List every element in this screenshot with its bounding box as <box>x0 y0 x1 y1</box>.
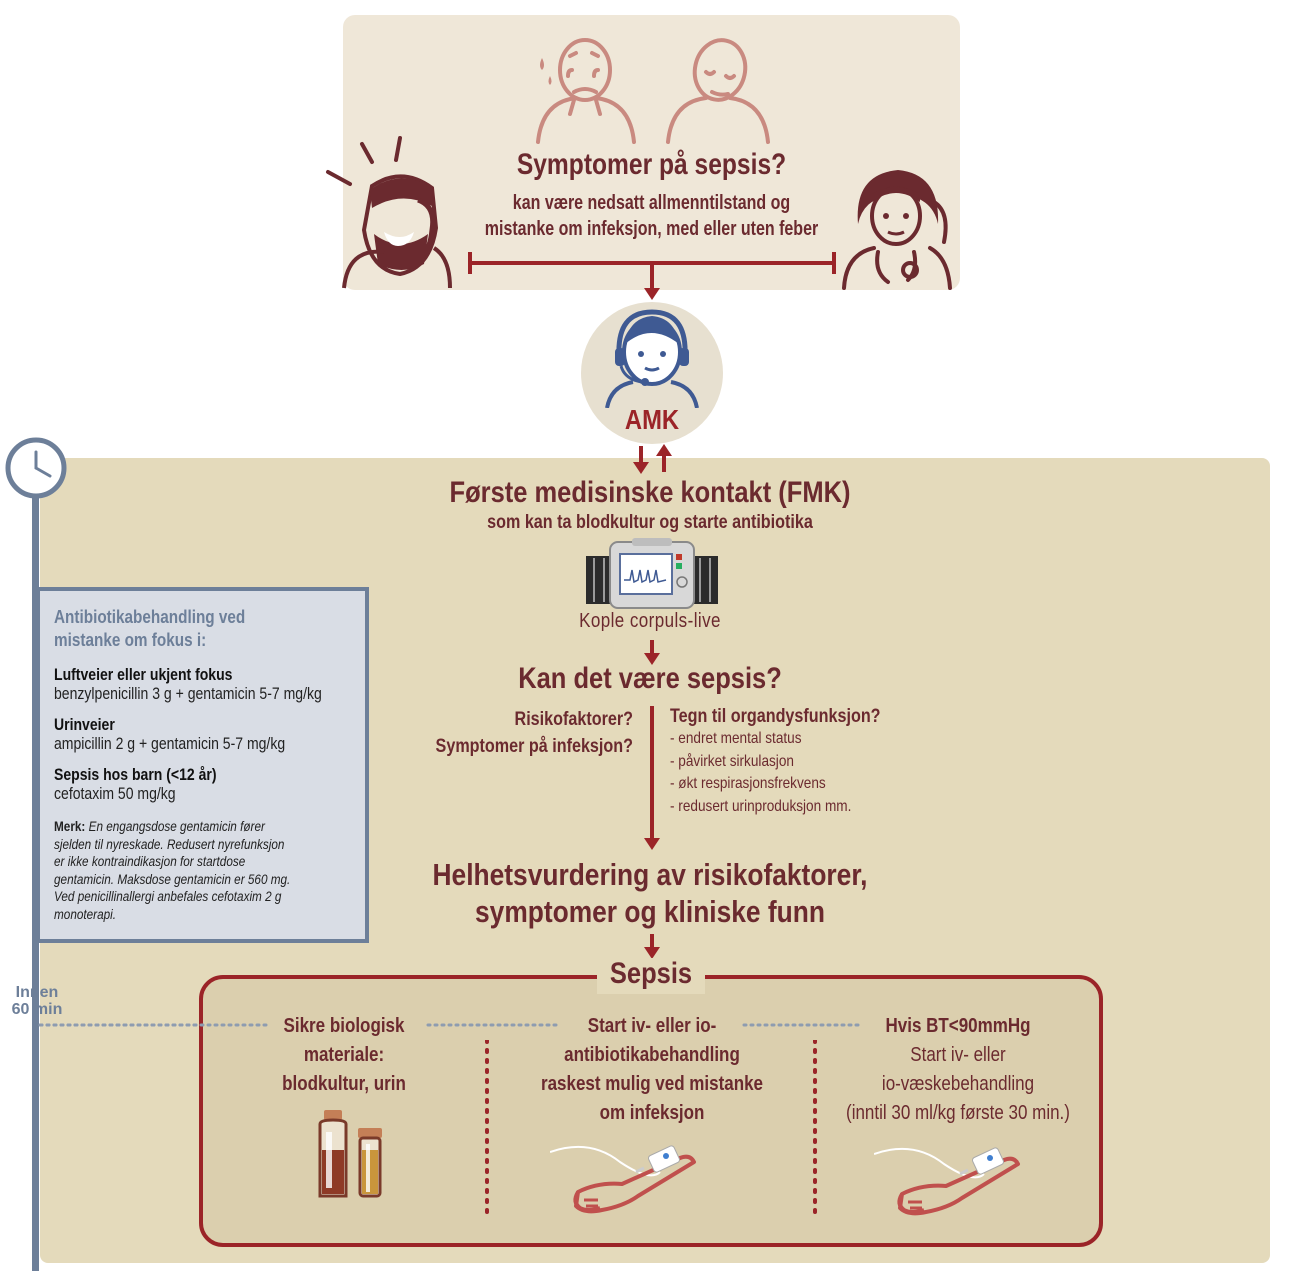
focus-heading: Urinveier <box>54 716 115 734</box>
timeline-line <box>32 480 39 1271</box>
note-text: er ikke kontraindikasjon for startdose <box>54 854 246 869</box>
focus-heading: Luftveier eller ukjent fokus <box>54 666 233 684</box>
col2-line: antibiotikabehandling <box>564 1044 740 1066</box>
biological-material-text: Sikre biologisk materiale: blodkultur, u… <box>268 1012 421 1099</box>
note-text: Ved penicillinallergi anbefales cefotaxi… <box>54 889 282 904</box>
holistic-assessment-title: Helhetsvurdering av risikofaktorer, symp… <box>353 856 948 930</box>
focus-regimen: benzylpenicillin 3 g + gentamicin 5-7 mg… <box>54 685 322 703</box>
list-item: - redusert urinproduksjon mm. <box>670 797 852 815</box>
worried-patient-icon <box>536 38 636 144</box>
fmk-title: Første medisinske kontakt (FMK) <box>449 476 851 509</box>
col1-line: materiale: <box>303 1044 385 1066</box>
list-item: - påvirket sirkulasjon <box>670 752 794 770</box>
column-separators <box>485 1040 817 1217</box>
holistic-line: Helhetsvurdering av risikofaktorer, <box>432 857 868 892</box>
time-label-line: Innen <box>15 984 59 1001</box>
antibiotics-info-content: Antibiotikabehandling ved mistanke om fo… <box>54 606 354 923</box>
sepsis-label: Sepsis <box>609 957 693 990</box>
note-line: sjelden til nyreskade. Redusert nyrefunk… <box>54 836 315 854</box>
antibiotics-title: mistanke om fokus i: <box>54 630 207 650</box>
col3-line: (inntil 30 ml/kg første 30 min.) <box>846 1102 1070 1124</box>
focus-regimen: cefotaxim 50 mg/kg <box>54 785 176 803</box>
infection-symptoms-line: Symptomer på infeksjon? <box>435 736 633 757</box>
note-text: monoterapi. <box>54 906 117 922</box>
risk-factors-line: Risikofaktorer? <box>514 709 633 730</box>
monitor-label: Kople corpuls-live <box>579 610 721 632</box>
blood-pressure-condition: Hvis BT<90mmHg <box>885 1015 1031 1037</box>
col1-line: Sikre biologisk <box>283 1015 405 1037</box>
antibiotic-start-text: Start iv- eller io- antibiotikabehandlin… <box>527 1012 777 1128</box>
col1-line: blodkultur, urin <box>282 1073 406 1095</box>
operator-headset-icon <box>605 309 699 408</box>
doctor-on-phone-icon <box>842 170 952 290</box>
col2-line: raskest mulig ved mistanke <box>540 1073 764 1095</box>
amk-label: AMK <box>624 404 680 435</box>
note-line: gentamicin. Maksdose gentamicin er 560 m… <box>54 871 315 889</box>
antibiotics-title: Antibiotikabehandling ved <box>54 607 246 627</box>
holistic-line: symptomer og kliniske funn <box>475 894 825 929</box>
symptom-subtitle: kan være nedsatt allmenntilstand og mist… <box>405 190 899 242</box>
note-text: En engangsdose gentamicin fører <box>88 819 265 834</box>
focus-regimen: ampicillin 2 g + gentamicin 5-7 mg/kg <box>54 735 286 753</box>
col2-line: Start iv- eller io- <box>587 1015 717 1037</box>
note-line: monoterapi. <box>54 906 315 924</box>
man-on-phone-icon <box>326 136 452 289</box>
tired-patient-icon <box>666 38 770 144</box>
note-line: er ikke kontraindikasjon for startdose <box>54 853 315 871</box>
note-line: Merk: En engangsdose gentamicin fører <box>54 818 315 836</box>
clock-icon <box>5 437 67 499</box>
top-panel <box>343 15 960 290</box>
timeline-dotted-line <box>38 1023 862 1027</box>
col3-line: io-væskebehandling <box>881 1073 1035 1095</box>
iv-arm-icon <box>550 1145 696 1214</box>
organ-dysfunction-title: Tegn til organdysfunksjon? <box>670 706 881 727</box>
note-text: gentamicin. Maksdose gentamicin er 560 m… <box>54 871 291 887</box>
time-label-line: 60 min <box>11 1001 63 1018</box>
col2-line: om infeksjon <box>599 1102 705 1124</box>
focus-heading: Sepsis hos barn (<12 år) <box>54 766 217 784</box>
list-item: - endret mental status <box>670 730 802 747</box>
note-text: sjelden til nyreskade. Redusert nyrefunk… <box>54 836 285 852</box>
time-window-label: Innen 60 min <box>4 984 70 1018</box>
symptom-subtitle-line: mistanke om infeksjon, med eller uten fe… <box>484 218 819 240</box>
col3-line: Start iv- eller <box>910 1044 1006 1066</box>
note-label: Merk: <box>54 819 86 834</box>
symptom-title: Symptomer på sepsis? <box>516 148 787 181</box>
list-item: - økt respirasjonsfrekvens <box>670 775 826 792</box>
sepsis-label-background <box>597 958 705 994</box>
risk-factors-block: Risikofaktorer? Symptomer på infeksjon? <box>431 706 633 760</box>
symptom-subtitle-line: kan være nedsatt allmenntilstand og <box>512 192 791 214</box>
antibiotics-info-box <box>36 587 369 943</box>
corpuls-monitor-icon <box>586 538 718 609</box>
fluid-therapy-text: Hvis BT<90mmHg Start iv- eller io-væskeb… <box>839 1012 1077 1128</box>
blood-culture-vials-icon <box>318 1110 382 1198</box>
sepsis-question-title: Kan det være sepsis? <box>518 662 782 695</box>
fmk-subtitle: som kan ta blodkultur og starte antibiot… <box>487 512 813 533</box>
note-line: Ved penicillinallergi anbefales cefotaxi… <box>54 888 315 906</box>
organ-dysfunction-list: - endret mental status - påvirket sirkul… <box>670 728 851 818</box>
iv-arm-icon <box>874 1147 1020 1216</box>
